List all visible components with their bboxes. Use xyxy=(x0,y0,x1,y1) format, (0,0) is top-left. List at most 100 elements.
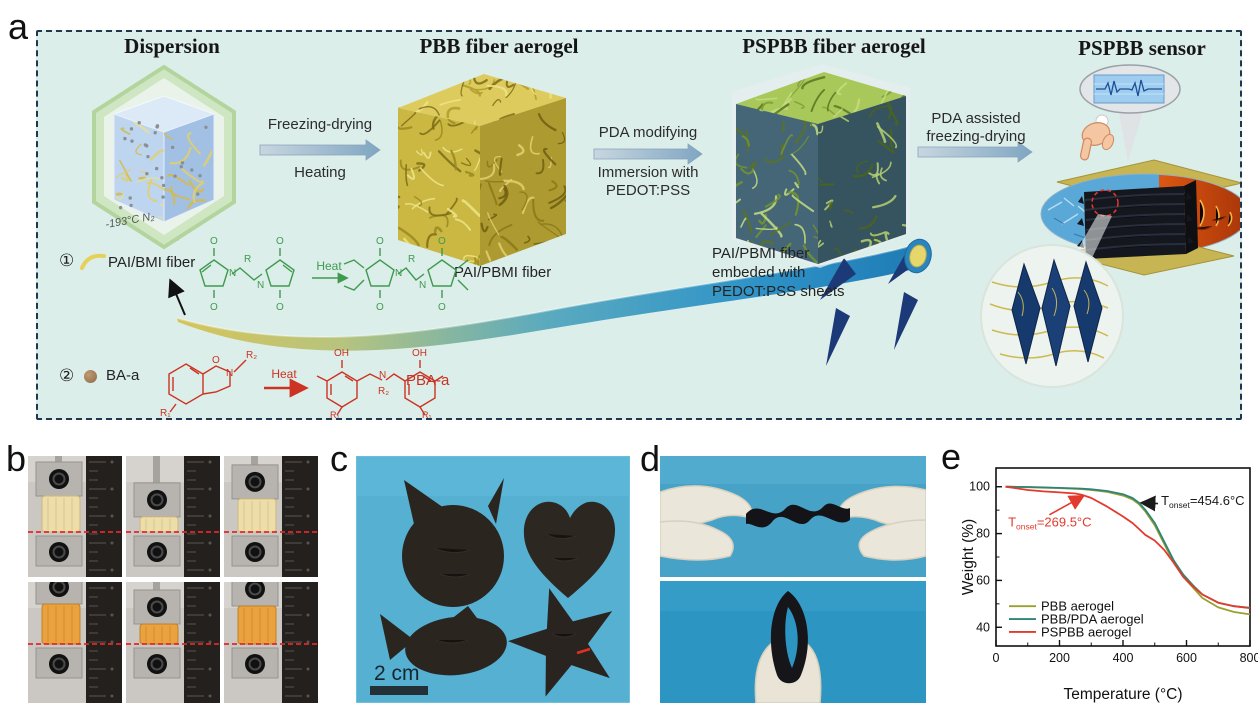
svg-text:O: O xyxy=(210,236,218,247)
inspection-circle xyxy=(1091,189,1119,217)
svg-text:R: R xyxy=(408,254,415,265)
compression-photo xyxy=(224,582,318,703)
step1-number: ① xyxy=(59,251,75,271)
svg-text:R₂: R₂ xyxy=(378,386,389,397)
pspbb-aerogel-cube xyxy=(732,64,910,268)
compression-photo xyxy=(126,456,220,577)
ba-reaction-scheme: O N R₂ R₁ OH OH N R₂ R₁ R₁ Heat xyxy=(160,348,444,418)
arrow1-top-label: Freezing-drying xyxy=(267,116,373,133)
svg-text:O: O xyxy=(376,236,384,247)
y-tick-label: 40 xyxy=(976,620,990,634)
svg-text:R₁: R₁ xyxy=(160,408,171,418)
x-axis-label: Temperature (°C) xyxy=(1063,686,1182,703)
svg-text:R₂: R₂ xyxy=(246,350,257,361)
svg-text:O: O xyxy=(276,236,284,247)
svg-text:O: O xyxy=(376,302,384,313)
stage-title-sensor: PSPBB sensor xyxy=(1078,36,1206,60)
yellow-fiber-icon xyxy=(80,253,106,270)
arrow2-bottom-label1: Immersion with xyxy=(597,164,699,181)
x-tick-label: 800 xyxy=(1240,651,1258,665)
cat-shape xyxy=(402,478,504,607)
svg-text:O: O xyxy=(276,302,284,313)
panel-e-label: e xyxy=(941,436,962,477)
sensor-assembly xyxy=(980,64,1240,388)
x-tick-label: 600 xyxy=(1176,651,1197,665)
panel-a-label: a xyxy=(8,6,29,47)
scale-bar-label: 2 cm xyxy=(374,662,420,685)
arrow2-top-label: PDA modifying xyxy=(598,124,698,141)
heat-label-red: Heat xyxy=(271,367,297,381)
stage-title-dispersion: Dispersion xyxy=(124,34,220,58)
arrow3-label2: freezing-drying xyxy=(926,128,1026,145)
x-tick-label: 400 xyxy=(1113,651,1134,665)
black-aerogel-block xyxy=(1077,180,1198,259)
star-shape xyxy=(508,588,613,697)
fiber-swoosh-art xyxy=(168,139,1033,366)
arrow1-bottom-label: Heating xyxy=(294,164,346,181)
ecg-trace xyxy=(1096,79,1162,97)
compression-photo xyxy=(28,582,122,703)
fiber-tip xyxy=(904,238,932,274)
arrow3-label1: PDA assisted xyxy=(931,110,1021,127)
signal-balloon xyxy=(1079,64,1181,162)
svg-text:N: N xyxy=(229,268,236,279)
bent-aerogel-loop xyxy=(770,591,808,684)
heart-shape xyxy=(523,501,616,598)
compression-photo xyxy=(28,456,122,577)
pbb-aerogel-cube xyxy=(398,74,566,266)
svg-text:O: O xyxy=(210,302,218,313)
svg-text:R₁: R₁ xyxy=(422,410,432,418)
ba-a-label: BA-a xyxy=(106,367,140,384)
svg-text:OH: OH xyxy=(412,348,427,359)
panel-a-scheme: Dispersion PBB fiber aerogel PSPBB fiber… xyxy=(36,30,1242,420)
process-arrow-3 xyxy=(917,141,1033,163)
y-tick-label: 60 xyxy=(976,573,990,587)
svg-text:R: R xyxy=(244,254,251,265)
svg-text:O: O xyxy=(212,355,220,366)
legend-entry: PBB aerogel xyxy=(1041,599,1114,614)
compression-photo xyxy=(224,456,318,577)
panel-c-shaped-aerogels: 2 cm xyxy=(356,456,630,703)
panel-d-bend-photo xyxy=(660,581,926,703)
stage-title-pspbb: PSPBB fiber aerogel xyxy=(742,34,926,58)
y-axis-label: Weight (%) xyxy=(962,519,977,595)
process-arrow-1 xyxy=(259,139,381,161)
compression-photo xyxy=(126,582,220,703)
star-red-mark xyxy=(576,647,591,655)
panel-b-label: b xyxy=(6,438,27,479)
legend-entry: PSPBB aerogel xyxy=(1041,624,1131,639)
panel-b-compression-photos xyxy=(28,456,320,704)
dispersion-cube: -193°C N₂ xyxy=(92,64,236,250)
twisted-aerogel-strip xyxy=(746,503,850,528)
svg-text:OH: OH xyxy=(334,348,349,359)
x-tick-label: 0 xyxy=(993,651,1000,665)
microstructure-magnifier xyxy=(980,244,1124,388)
scale-bar xyxy=(370,686,428,695)
svg-text:O: O xyxy=(438,236,446,247)
y-tick-label: 80 xyxy=(976,527,990,541)
svg-text:N: N xyxy=(395,268,402,279)
svg-text:N: N xyxy=(257,280,264,291)
y-tick-label: 100 xyxy=(969,480,990,494)
fish-shape xyxy=(380,606,507,676)
panel-d-label: d xyxy=(640,438,661,479)
legend-entry: PBB/PDA aerogel xyxy=(1041,612,1144,627)
panel-d-twist-photo xyxy=(660,456,926,577)
embed-label-line3: PEDOT:PSS sheets xyxy=(712,283,845,300)
onset-annotation: Tonset=454.6°C xyxy=(1161,493,1244,510)
pedot-sheets xyxy=(1011,258,1103,367)
onset-annotation: Tonset=269.5°C xyxy=(1008,515,1091,532)
embed-label-line1: PAI/PBMI fiber xyxy=(712,245,810,262)
arrow2-bottom-label2: PEDOT:PSS xyxy=(605,182,691,199)
svg-text:N: N xyxy=(379,370,386,381)
svg-text:R₁: R₁ xyxy=(330,410,340,418)
pressing-hand-icon xyxy=(1079,114,1115,161)
step2-number: ② xyxy=(59,366,75,386)
x-tick-label: 200 xyxy=(1049,651,1070,665)
svg-text:O: O xyxy=(438,302,446,313)
glove-fingers-right xyxy=(838,485,926,561)
